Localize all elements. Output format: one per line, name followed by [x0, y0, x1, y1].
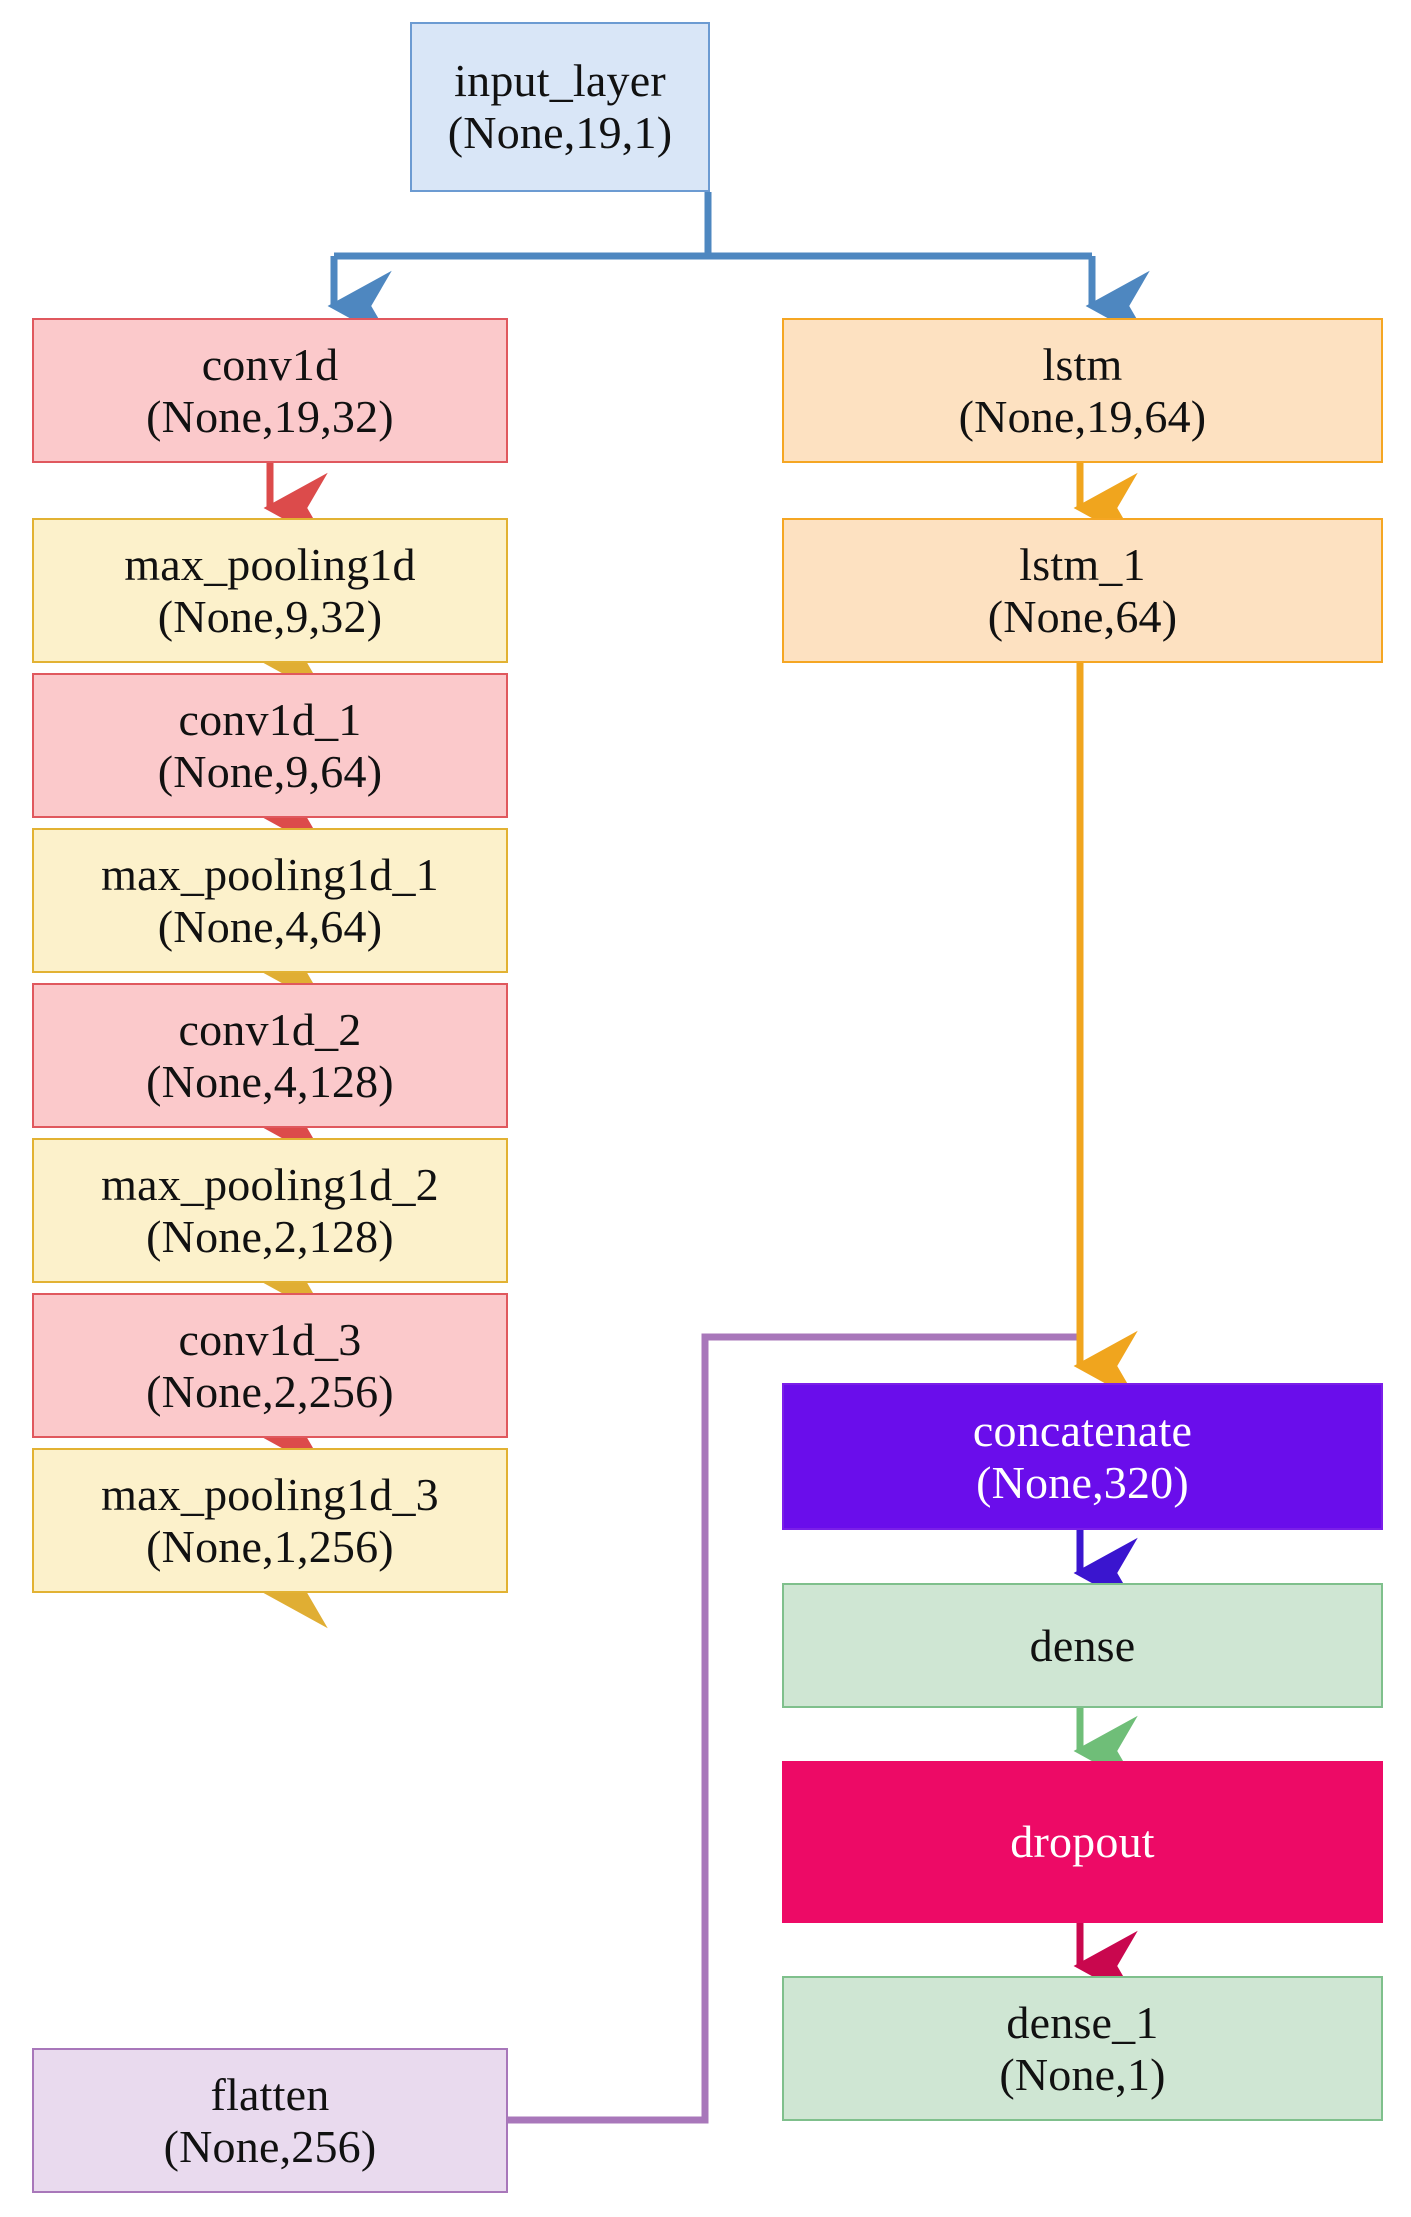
node-flatten-shape: (None,256)	[163, 2120, 377, 2172]
node-conv1d-2-shape: (None,4,128)	[146, 1055, 394, 1107]
node-conv1d-2-title: conv1d_2	[178, 1003, 362, 1055]
node-max-pooling1d-shape: (None,9,32)	[157, 590, 383, 642]
node-input-layer-shape: (None,19,1)	[447, 107, 673, 158]
node-conv1d-1-title: conv1d_1	[178, 693, 362, 745]
node-concatenate-title: concatenate	[972, 1404, 1193, 1456]
node-max-pooling1d-2-shape: (None,2,128)	[146, 1210, 394, 1262]
edge-input-split	[327, 192, 1150, 342]
node-max-pooling1d[interactable]: max_pooling1d (None,9,32)	[32, 518, 508, 663]
node-conv1d-2[interactable]: conv1d_2 (None,4,128)	[32, 983, 508, 1128]
node-lstm-1-shape: (None,64)	[987, 590, 1178, 642]
node-lstm-1-title: lstm_1	[1019, 538, 1146, 590]
node-lstm-shape: (None,19,64)	[958, 390, 1207, 442]
node-max-pooling1d-3-shape: (None,1,256)	[146, 1520, 394, 1572]
node-input-layer[interactable]: input_layer (None,19,1)	[410, 22, 710, 192]
node-dense-1-title: dense_1	[1006, 1996, 1159, 2048]
node-max-pooling1d-3[interactable]: max_pooling1d_3 (None,1,256)	[32, 1448, 508, 1593]
node-max-pooling1d-3-title: max_pooling1d_3	[101, 1468, 439, 1520]
node-dense-1-shape: (None,1)	[999, 2048, 1166, 2100]
node-max-pooling1d-2-title: max_pooling1d_2	[101, 1158, 439, 1210]
node-conv1d-3-shape: (None,2,256)	[146, 1365, 394, 1417]
node-conv1d-3[interactable]: conv1d_3 (None,2,256)	[32, 1293, 508, 1438]
node-concatenate-shape: (None,320)	[976, 1456, 1189, 1508]
node-max-pooling1d-2[interactable]: max_pooling1d_2 (None,2,128)	[32, 1138, 508, 1283]
node-dense-title: dense	[1029, 1619, 1136, 1671]
node-dense[interactable]: dense	[782, 1583, 1383, 1708]
node-concatenate[interactable]: concatenate (None,320)	[782, 1383, 1383, 1530]
node-conv1d-1-shape: (None,9,64)	[157, 745, 383, 797]
node-conv1d-1[interactable]: conv1d_1 (None,9,64)	[32, 673, 508, 818]
node-lstm-title: lstm	[1042, 338, 1123, 390]
node-conv1d[interactable]: conv1d (None,19,32)	[32, 318, 508, 463]
node-max-pooling1d-1-shape: (None,4,64)	[157, 900, 383, 952]
node-dropout-title: dropout	[1010, 1816, 1155, 1868]
node-max-pooling1d-1[interactable]: max_pooling1d_1 (None,4,64)	[32, 828, 508, 973]
node-lstm[interactable]: lstm (None,19,64)	[782, 318, 1383, 463]
node-max-pooling1d-1-title: max_pooling1d_1	[101, 848, 439, 900]
node-flatten-title: flatten	[210, 2068, 330, 2120]
node-flatten[interactable]: flatten (None,256)	[32, 2048, 508, 2193]
node-dropout[interactable]: dropout	[782, 1761, 1383, 1923]
node-dense-1[interactable]: dense_1 (None,1)	[782, 1976, 1383, 2121]
node-lstm-1[interactable]: lstm_1 (None,64)	[782, 518, 1383, 663]
node-conv1d-title: conv1d	[201, 338, 339, 390]
node-max-pooling1d-title: max_pooling1d	[124, 538, 416, 590]
node-input-layer-title: input_layer	[454, 55, 666, 107]
node-conv1d-shape: (None,19,32)	[146, 390, 394, 442]
node-conv1d-3-title: conv1d_3	[178, 1313, 362, 1365]
